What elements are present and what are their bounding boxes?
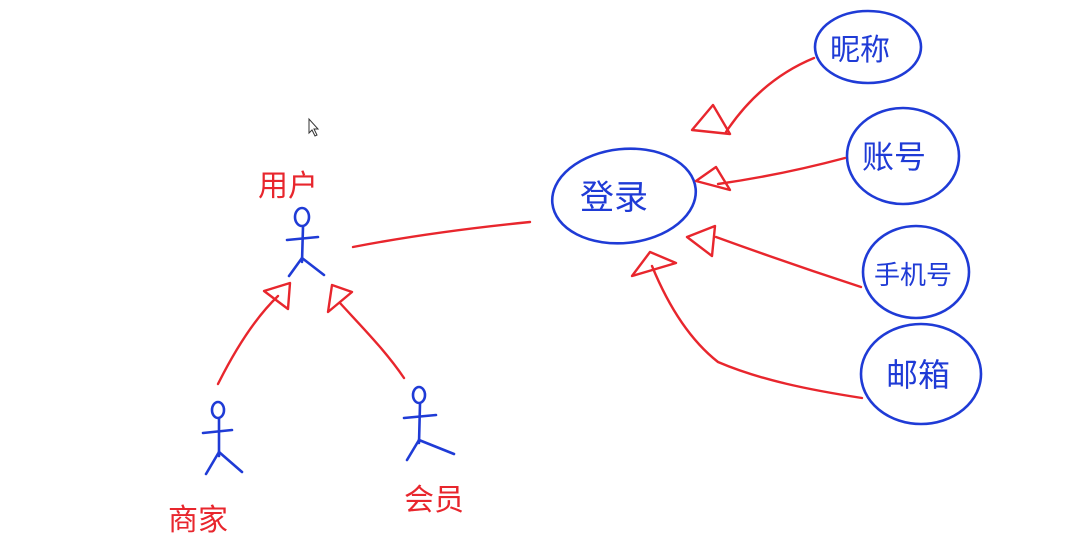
usecase-nickname-login: 昵称 xyxy=(813,9,923,85)
generalization-merchant-user xyxy=(216,281,292,386)
generalization-email-login xyxy=(630,250,864,400)
actor-user-label: 用户 xyxy=(258,169,318,204)
actor-member-label: 会员 xyxy=(404,483,464,518)
generalization-account-login xyxy=(694,156,847,192)
actor-merchant-figure xyxy=(201,400,244,476)
usecase-nickname-login-label: 昵称 xyxy=(830,33,890,68)
actor-member-figure xyxy=(402,385,456,462)
actor-merchant: 商家 xyxy=(168,400,244,538)
generalization-phone-login xyxy=(685,224,863,289)
usecase-login-label: 登录 xyxy=(580,178,648,218)
actor-user: 用户 xyxy=(258,169,326,278)
usecase-email-login: 邮箱 xyxy=(859,322,983,426)
usecase-account-login-label: 账号 xyxy=(862,138,926,176)
mouse-pointer-icon xyxy=(308,117,320,137)
association-user-login xyxy=(351,220,532,249)
usecase-phone-login-label: 手机号 xyxy=(874,261,952,291)
usecase-login: 登录 xyxy=(550,147,698,245)
actor-user-figure xyxy=(285,206,326,278)
usecase-phone-login: 手机号 xyxy=(861,224,971,320)
generalization-nickname-login xyxy=(690,56,816,136)
usecase-email-login-label: 邮箱 xyxy=(886,356,950,394)
actor-merchant-label: 商家 xyxy=(168,503,228,538)
usecase-account-login: 账号 xyxy=(845,106,961,206)
generalization-member-user xyxy=(326,283,406,380)
actor-member: 会员 xyxy=(402,385,464,518)
